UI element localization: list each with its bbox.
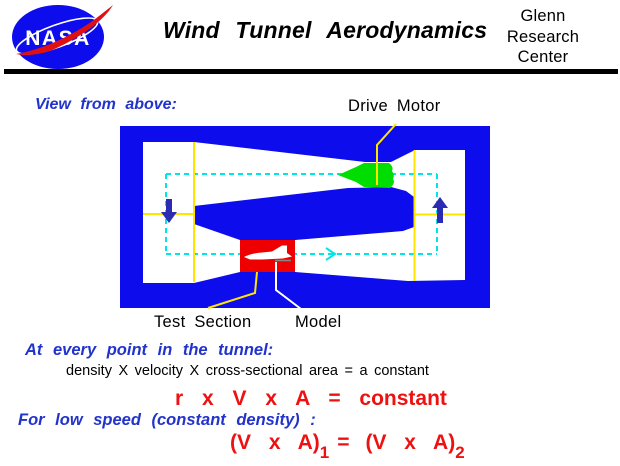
continuity-symbol-equation: r x V x A = constant xyxy=(175,387,447,410)
continuity-rhs: (V x A) xyxy=(365,431,456,454)
upflow-arrow xyxy=(432,197,448,223)
top-wall-contraction xyxy=(194,142,465,162)
test-section-leader xyxy=(207,271,258,309)
tunnel-principle-heading: At every point in the tunnel: xyxy=(25,341,274,359)
model-airplane xyxy=(244,245,292,260)
low-speed-equation: (V x A)1=(V x A)2 xyxy=(230,431,465,462)
low-speed-heading: For low speed (constant density) : xyxy=(18,411,316,429)
flow-direction-arrowhead xyxy=(325,247,337,261)
drive-motor-label: Drive Motor xyxy=(348,97,441,115)
model-leader xyxy=(275,262,302,310)
org-line-1: Glenn xyxy=(520,7,566,25)
drive-motor-leader xyxy=(376,123,397,185)
view-caption: View from above: xyxy=(35,96,177,113)
continuity-word-equation: density X velocity X cross-sectional are… xyxy=(66,363,429,379)
org-name: Glenn Research Center xyxy=(490,6,596,68)
wind-tunnel-diagram xyxy=(120,123,490,310)
model-label: Model xyxy=(295,313,342,331)
header-rule xyxy=(4,69,618,74)
downflow-arrow xyxy=(161,199,177,223)
org-line-2: Research xyxy=(506,27,580,46)
org-line-3: Center xyxy=(517,48,569,66)
continuity-equals: = xyxy=(337,431,350,454)
drive-fan xyxy=(338,163,394,188)
bottom-wall-contraction xyxy=(194,272,465,283)
nasa-logo: NASA xyxy=(12,5,113,69)
inner-island xyxy=(194,187,414,240)
continuity-rhs-subscript: 2 xyxy=(455,443,465,462)
continuity-lhs: (V x A) xyxy=(230,431,320,454)
continuity-lhs-subscript: 1 xyxy=(319,443,330,462)
test-section-label: Test Section xyxy=(154,313,252,331)
page-title: Wind Tunnel Aerodynamics xyxy=(163,17,488,43)
nasa-logo-text: NASA xyxy=(25,27,91,50)
